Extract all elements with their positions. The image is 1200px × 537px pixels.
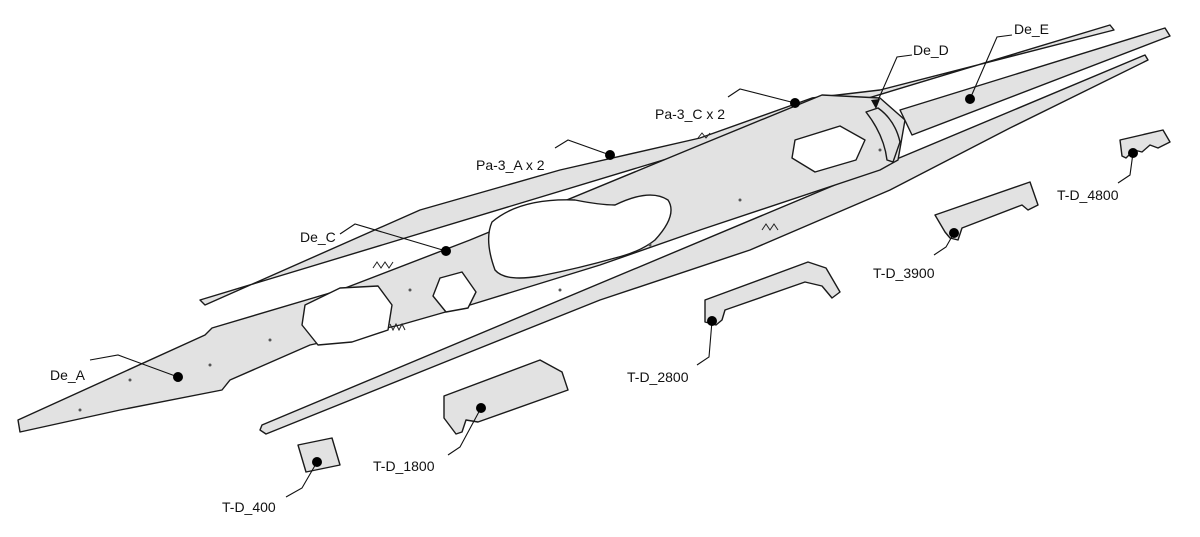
label-pa3-c: Pa-3_C x 2 <box>655 106 725 122</box>
part-pa3-a <box>199 24 1115 306</box>
part-de-e <box>899 27 1171 136</box>
part-td-4800 <box>1119 129 1171 159</box>
label-de-d: De_D <box>913 42 949 58</box>
leader-td-1800 <box>447 403 486 456</box>
leader-td-400 <box>285 457 322 498</box>
leader-pa3-c <box>727 88 800 108</box>
leader-de-c <box>339 223 451 256</box>
label-td-2800: T-D_2800 <box>627 369 689 385</box>
part-td-1800 <box>443 359 569 435</box>
label-pa3-a: Pa-3_A x 2 <box>476 157 545 173</box>
leader-td-4800 <box>1117 148 1138 184</box>
leader-td-3900 <box>933 228 959 256</box>
label-de-e: De_E <box>1014 21 1049 37</box>
leader-de-a <box>89 354 183 382</box>
label-de-c: De_C <box>300 229 336 245</box>
part-pa3-c <box>259 54 1149 435</box>
leader-td-2800 <box>696 316 717 366</box>
leader-de-d <box>871 54 913 109</box>
label-td-4800: T-D_4800 <box>1057 187 1119 203</box>
label-td-400: T-D_400 <box>222 499 276 515</box>
leader-pa3-a <box>554 139 615 160</box>
label-de-a: De_A <box>50 367 86 383</box>
part-de-a-main-plate <box>17 94 906 433</box>
label-td-3900: T-D_3900 <box>873 265 935 281</box>
part-de-d <box>865 107 901 163</box>
label-td-1800: T-D_1800 <box>373 458 435 474</box>
leader-de-e <box>965 34 1013 104</box>
part-td-3900 <box>934 181 1039 241</box>
part-td-400 <box>297 437 341 473</box>
part-td-2800 <box>704 261 841 326</box>
